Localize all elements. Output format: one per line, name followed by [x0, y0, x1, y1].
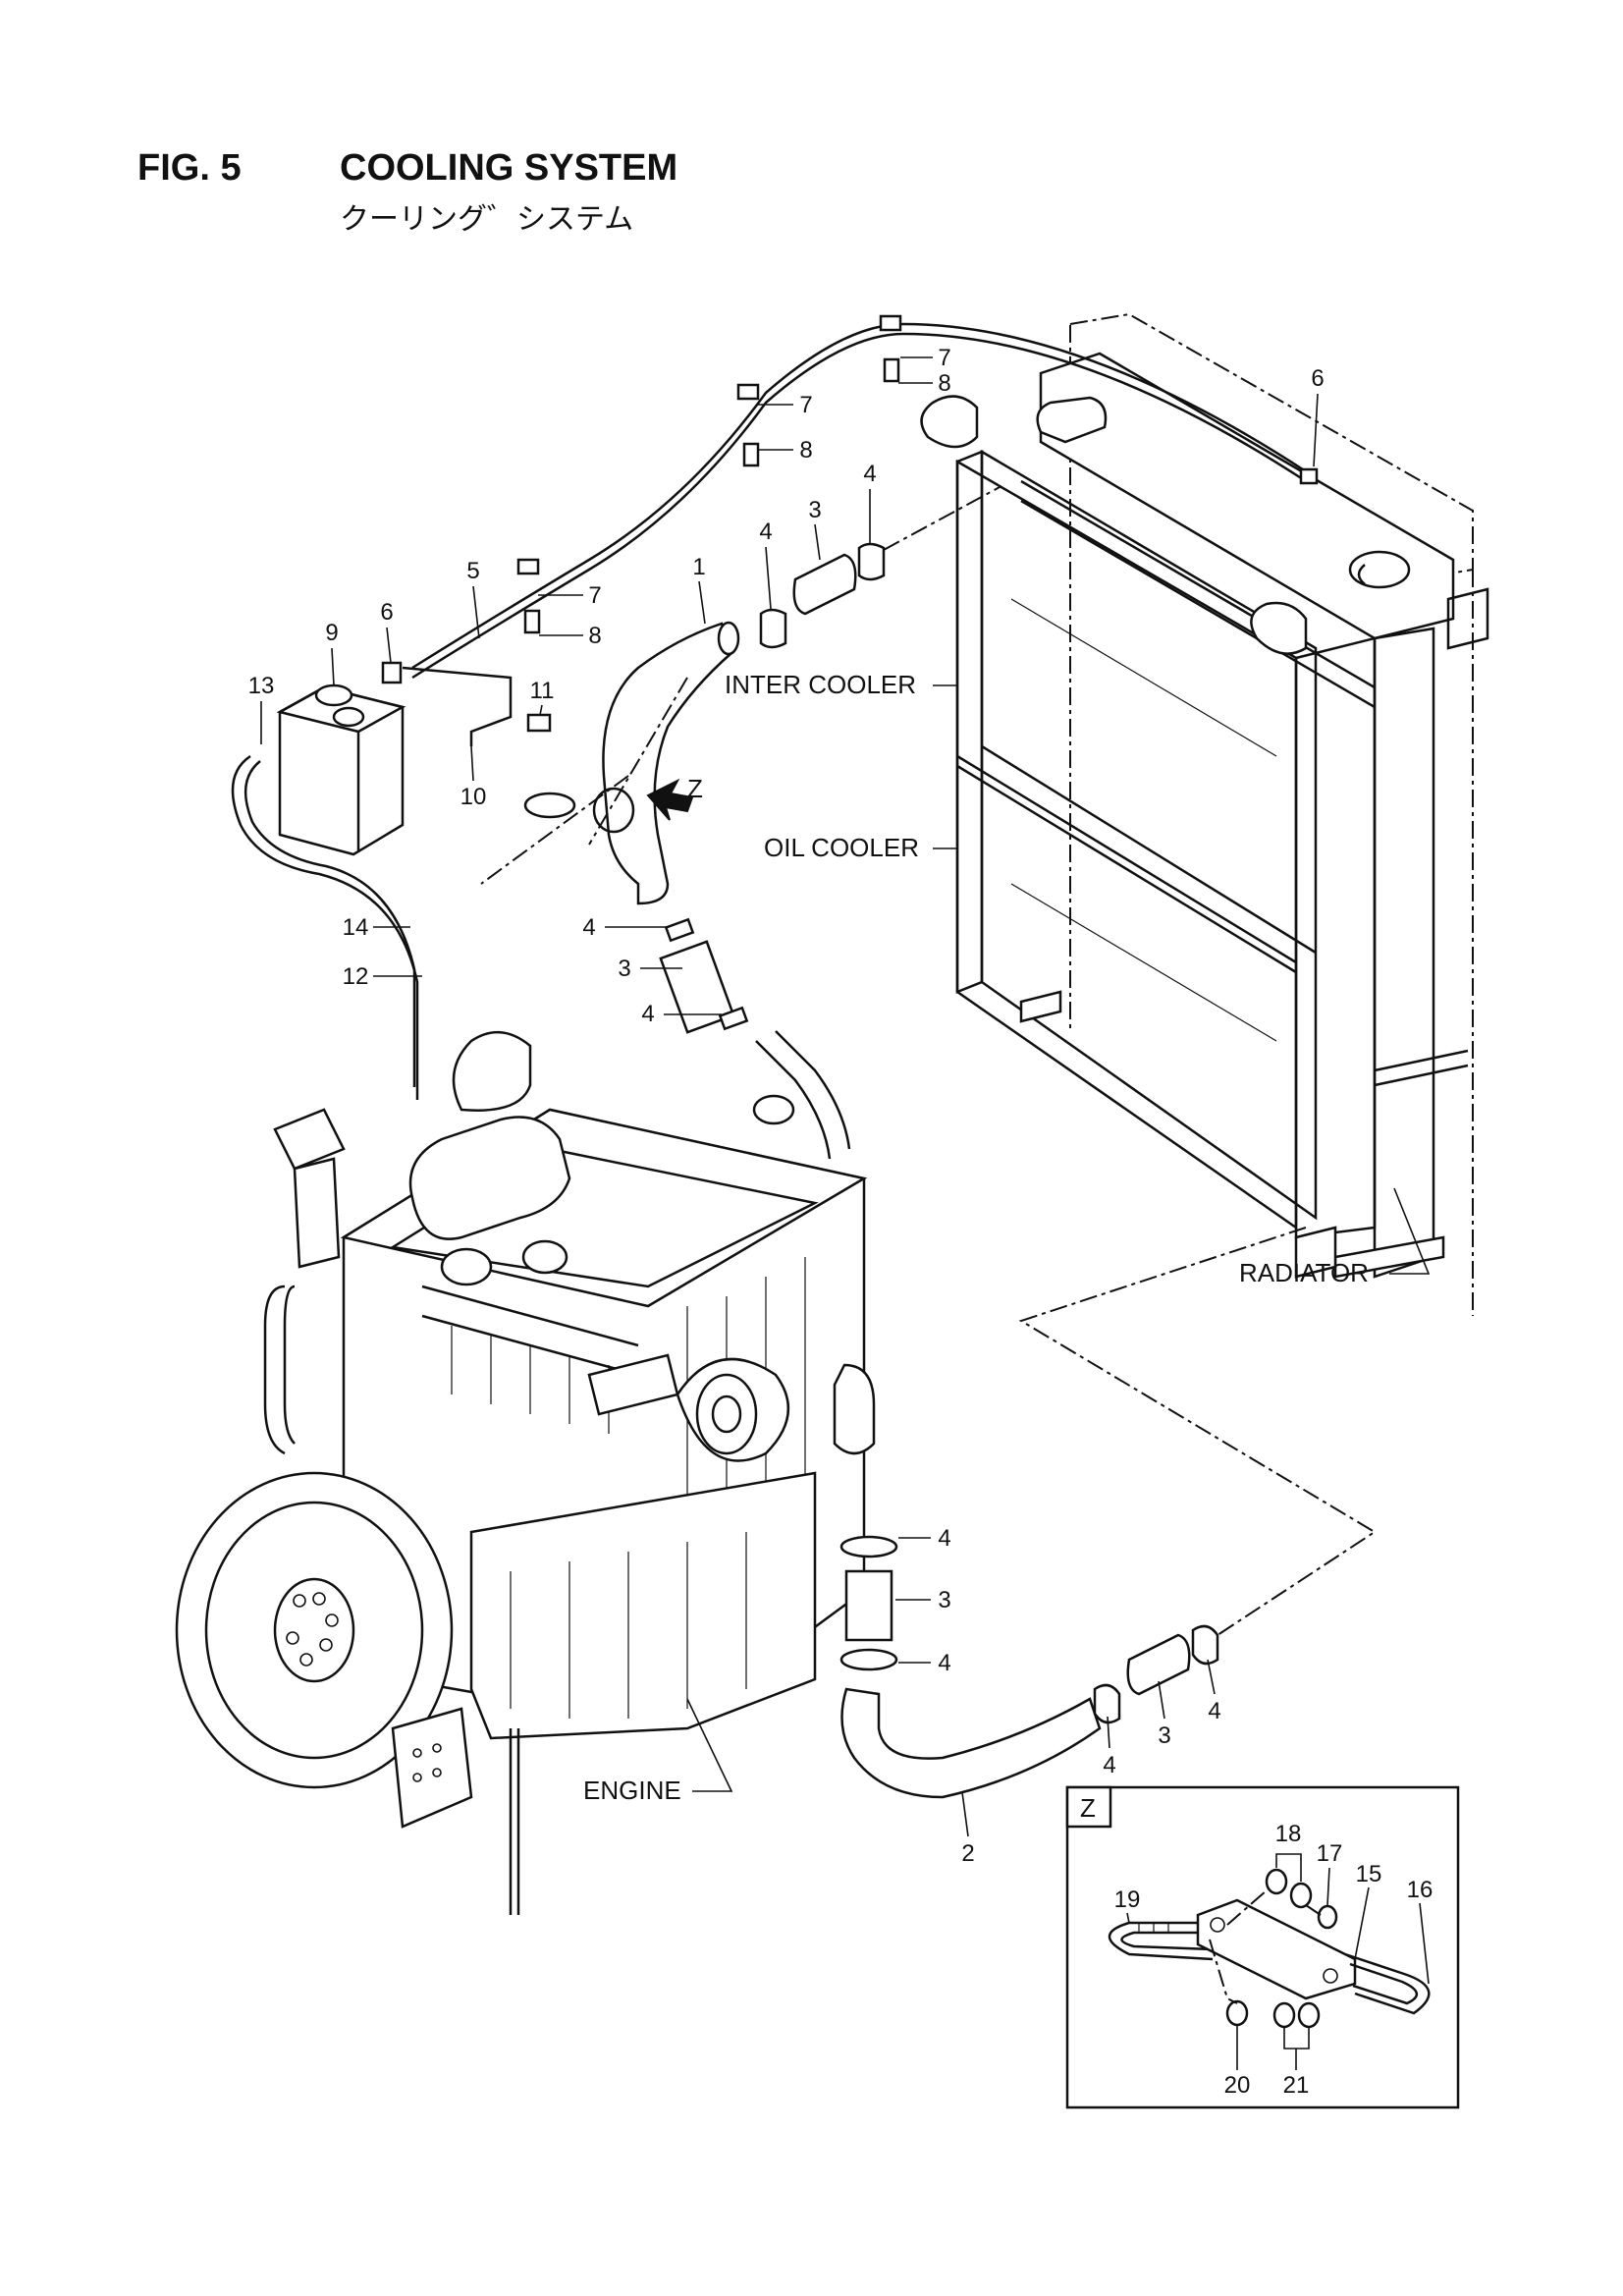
callout-4-h: 4 [1208, 1698, 1220, 1724]
radiator-assembly-drawing [920, 312, 1489, 1316]
connection-lines [480, 485, 1377, 1636]
callout-1: 1 [692, 554, 705, 580]
overflow-hose-drawing [381, 314, 1319, 684]
callout-18: 18 [1275, 1821, 1302, 1847]
callout-19: 19 [1114, 1886, 1141, 1913]
oil-cooler-label: OIL COOLER [764, 833, 919, 862]
figure-subtitle: クーリング゛システム [340, 202, 634, 237]
figure-number: FIG. 5 [137, 147, 242, 189]
callout-3-engine: 3 [938, 1587, 950, 1613]
callout-5: 5 [466, 558, 479, 584]
tank-bracket-drawing [402, 666, 552, 746]
callout-7-a: 7 [799, 392, 812, 418]
callout-3-upper: 3 [808, 497, 821, 523]
callout-4-e: 4 [938, 1525, 950, 1552]
callout-11: 11 [530, 678, 555, 704]
engine-label: ENGINE [583, 1776, 681, 1805]
callout-20: 20 [1224, 2072, 1251, 2099]
engine-drawing [175, 1030, 876, 1915]
callout-15: 15 [1356, 1861, 1382, 1887]
view-z-arrow: Z [646, 774, 703, 821]
callout-14: 14 [343, 914, 369, 941]
callout-17: 17 [1317, 1840, 1343, 1867]
callout-7-b: 7 [588, 582, 601, 609]
callout-4-g: 4 [1103, 1752, 1115, 1778]
callout-10: 10 [460, 784, 487, 810]
callout-8-c: 8 [938, 370, 950, 397]
callout-6-radiator: 6 [1311, 365, 1324, 392]
callout-4-c: 4 [582, 914, 595, 941]
callout-7-c: 7 [938, 345, 950, 371]
lower-sleeve-set-drawing [659, 917, 851, 1160]
lower-hose-drawing [839, 1535, 1219, 1799]
callout-3-mid: 3 [618, 956, 630, 982]
detail-view-z: Z 19 18 17 15 16 [1065, 1785, 1460, 2109]
figure-title: COOLING SYSTEM [340, 147, 678, 189]
callout-8-b: 8 [588, 623, 601, 649]
view-z-arrow-label: Z [687, 774, 703, 803]
callout-9: 9 [325, 620, 338, 646]
inter-cooler-label: INTER COOLER [725, 670, 916, 699]
callout-2: 2 [961, 1840, 974, 1867]
callout-12: 12 [343, 963, 369, 990]
callout-13: 13 [248, 673, 275, 699]
radiator-label: RADIATOR [1239, 1258, 1369, 1287]
callout-4-b: 4 [759, 519, 772, 545]
callout-21: 21 [1283, 2072, 1310, 2099]
callout-3-lower: 3 [1158, 1722, 1170, 1749]
callout-8-a: 8 [799, 437, 812, 464]
component-labels: INTER COOLER OIL COOLER RADIATOR ENGINE [583, 670, 1431, 1805]
callout-4-f: 4 [938, 1650, 950, 1676]
callout-4-d: 4 [641, 1001, 654, 1027]
part-callouts: 1 2 3 3 3 3 4 4 4 4 4 4 4 4 5 6 6 7 [248, 345, 1325, 1867]
callout-4-a: 4 [863, 461, 876, 487]
callout-16: 16 [1407, 1877, 1434, 1903]
reserve-tank-drawing [231, 683, 419, 1100]
callout-6-tank: 6 [380, 599, 393, 626]
upper-hose-drawing [523, 542, 886, 905]
detail-view-title: Z [1080, 1793, 1096, 1823]
